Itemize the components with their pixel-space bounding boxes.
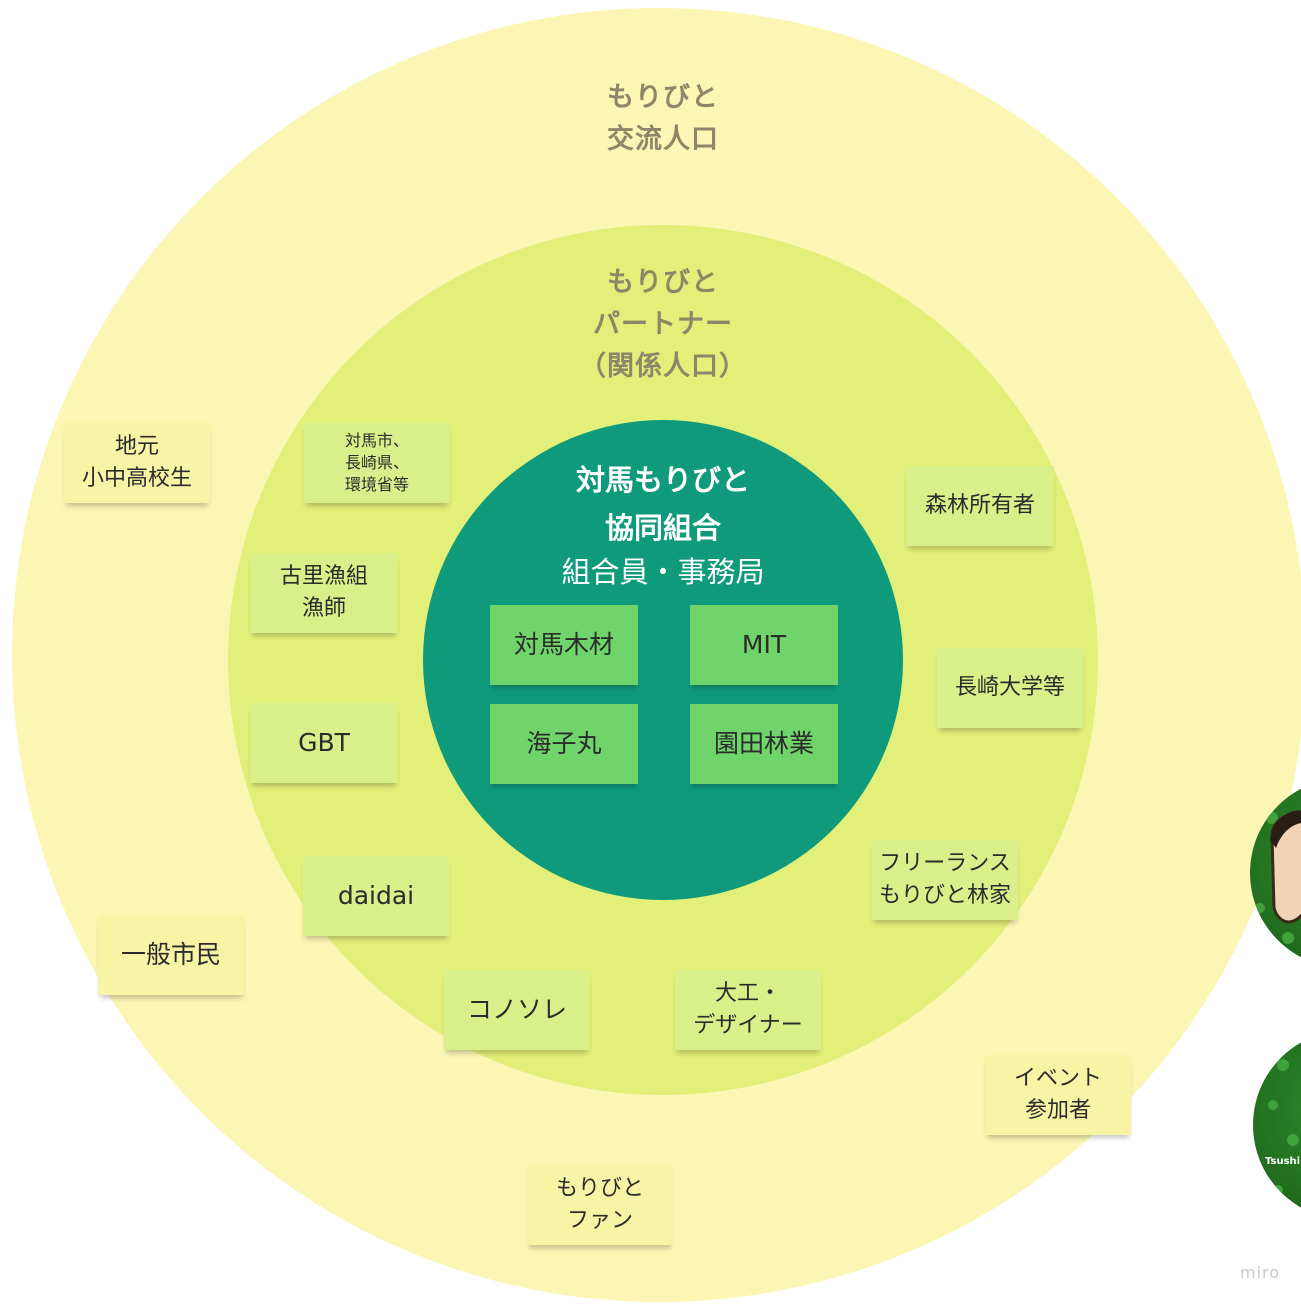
sticky-note[interactable]: MIT	[690, 605, 838, 685]
note-line: 参加者	[1024, 1098, 1091, 1123]
sticky-note[interactable]: 対馬市、 長崎県、 環境省等	[304, 423, 450, 503]
sticky-note[interactable]: フリーランス もりびと林家	[872, 840, 1018, 920]
core-title-line: 対馬もりびと	[575, 463, 750, 497]
note-line: 環境省等	[344, 475, 409, 494]
note-line: コノソレ	[466, 995, 567, 1024]
team-logo-text: Tsushi	[1265, 1156, 1301, 1167]
sticky-note[interactable]: 森林所有者	[906, 466, 1054, 546]
note-line: 大工・	[714, 981, 781, 1006]
note-line: 小中高校生	[81, 466, 192, 491]
team-logo-icon[interactable]: Tsushi	[1253, 1030, 1301, 1220]
note-line: GBT	[298, 728, 350, 757]
note-line: 古里漁組	[279, 564, 368, 589]
miro-watermark: miro	[1240, 1263, 1281, 1282]
sticky-note[interactable]: 長崎大学等	[937, 648, 1083, 728]
note-line: daidai	[337, 881, 415, 910]
sticky-note[interactable]: 対馬木材	[490, 605, 638, 685]
outer-label-line: 交流人口	[607, 124, 719, 155]
team-logo-drawing	[1268, 1059, 1299, 1195]
sticky-note[interactable]: 海子丸	[490, 704, 638, 784]
note-line: ファン	[566, 1208, 633, 1233]
note-line: 対馬木材	[513, 630, 614, 659]
note-line: 長崎県、	[344, 453, 409, 472]
core-title: 対馬もりびと 協同組合	[470, 456, 856, 552]
outer-ring-label: もりびと 交流人口	[560, 77, 766, 161]
note-line: もりびと林家	[878, 883, 1011, 908]
note-line: デザイナー	[693, 1013, 803, 1038]
note-line: 地元	[114, 434, 159, 459]
note-line: 一般市民	[120, 940, 221, 969]
sticky-note[interactable]: 地元 小中高校生	[64, 423, 210, 503]
note-line: イベント	[1013, 1066, 1102, 1091]
outer-label-line: もりびと	[607, 82, 719, 113]
note-line: 森林所有者	[924, 493, 1035, 518]
sticky-note[interactable]: 一般市民	[98, 915, 244, 995]
sticky-note[interactable]: イベント 参加者	[985, 1055, 1131, 1135]
middle-label-line: パートナー	[593, 309, 733, 340]
sticky-note[interactable]: 園田林業	[690, 704, 838, 784]
note-line: フリーランス	[879, 851, 1011, 876]
middle-label-line: もりびと	[607, 267, 719, 298]
note-line: もりびと	[555, 1176, 644, 1201]
note-line: 長崎大学等	[954, 675, 1065, 700]
person-avatar-icon[interactable]	[1250, 778, 1301, 968]
note-line: 海子丸	[526, 729, 602, 758]
sticky-note[interactable]: daidai	[303, 856, 449, 936]
note-line: 漁師	[301, 596, 346, 621]
sticky-note[interactable]: もりびと ファン	[527, 1165, 673, 1245]
note-line: 対馬市、	[344, 431, 409, 450]
sticky-note[interactable]: 大工・ デザイナー	[675, 970, 821, 1050]
sticky-note[interactable]: GBT	[250, 703, 398, 783]
middle-ring-label: もりびと パートナー （関係人口）	[540, 262, 786, 388]
core-title-line: 協同組合	[604, 511, 721, 545]
core-subtitle: 組合員・事務局	[561, 555, 765, 589]
sticky-note[interactable]: コノソレ	[444, 970, 590, 1050]
note-line: 園田林業	[713, 729, 814, 758]
sticky-note[interactable]: 古里漁組 漁師	[250, 553, 398, 633]
middle-label-line: （関係人口）	[579, 351, 747, 382]
person-avatar-drawing	[1255, 810, 1301, 944]
note-line: MIT	[741, 630, 787, 659]
